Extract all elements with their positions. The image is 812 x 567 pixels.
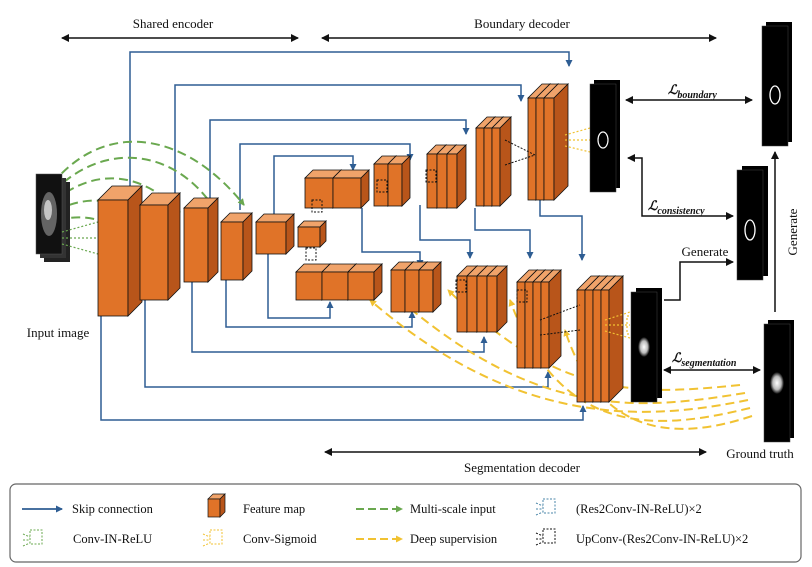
- skip-connection: [273, 155, 357, 215]
- encoder-feature-map: [183, 197, 219, 283]
- segmentation-loss-label: ℒsegmentation: [672, 350, 737, 369]
- encoder-feature-maps: [97, 185, 327, 317]
- skip-connection: [144, 245, 552, 388]
- upconv-icons: [305, 139, 581, 336]
- skip-connection: [174, 84, 525, 205]
- encoder-feature-map: [297, 220, 327, 248]
- segmentation-decoder-label: Segmentation decoder: [464, 460, 581, 475]
- generate-horizontal-label: Generate: [682, 244, 729, 259]
- upconv-icon: [376, 179, 388, 193]
- encoder-feature-map: [255, 213, 295, 255]
- segmentation-decoder-feature-map: [540, 269, 562, 369]
- generated-boundary-image: [736, 166, 768, 281]
- legend-conv-in-relu-label: Conv-IN-ReLU: [73, 532, 152, 546]
- skip-connection: [539, 190, 586, 261]
- skip-connection: [191, 260, 488, 353]
- legend-upconv-label: UpConv-(Res2Conv-IN-ReLU)×2: [576, 532, 748, 546]
- skip-connection: [361, 208, 424, 267]
- skip-connection: [129, 51, 573, 195]
- legend-res2conv-label: (Res2Conv-IN-ReLU)×2: [576, 502, 702, 516]
- encoder-feature-map: [139, 192, 181, 301]
- segmentation-prediction-image: [630, 288, 662, 403]
- boundary-decoder-feature-map: [543, 83, 569, 201]
- legend-feature-map-swatch: [207, 493, 226, 518]
- generate-vertical-label: Generate: [785, 208, 800, 255]
- segmentation-ground-truth-image: [763, 320, 794, 443]
- legend-feature-map-label: Feature map: [243, 502, 305, 516]
- segmentation-decoder-feature-map: [600, 275, 624, 403]
- legend: Skip connection Feature map Multi-scale …: [9, 483, 802, 563]
- encoder-feature-map: [97, 185, 143, 317]
- skip-connection: [209, 119, 470, 198]
- legend-res2conv-icon: [535, 498, 556, 516]
- legend-conv-sigmoid-icon: [202, 529, 223, 547]
- decoder-feature-maps: [295, 83, 624, 403]
- loss-connectors: [625, 96, 779, 374]
- upconv-icon: [311, 199, 323, 213]
- input-conv-in-relu-icon: [61, 221, 99, 255]
- boundary-decoder-feature-map: [446, 144, 467, 209]
- consistency-loss-label: ℒconsistency: [648, 198, 705, 217]
- upconv-icon: [516, 289, 528, 303]
- skip-connection: [267, 252, 334, 319]
- segmentation-decoder-feature-map: [347, 263, 383, 301]
- boundary-decoder-label: Boundary decoder: [474, 16, 570, 31]
- upconv-icon: [455, 279, 467, 293]
- segmentation-decoder-feature-map: [486, 265, 508, 333]
- skip-connection: [474, 208, 534, 259]
- shared-encoder-label: Shared encoder: [133, 16, 214, 31]
- legend-conv-sigmoid-label: Conv-Sigmoid: [243, 532, 317, 546]
- skip-connection: [419, 205, 474, 259]
- boundary-prediction-image: [589, 80, 620, 193]
- upconv-icon: [425, 169, 437, 183]
- encoder-feature-map: [220, 212, 253, 281]
- legend-upconv-icon: [535, 528, 556, 546]
- boundary-loss-label: ℒboundary: [668, 82, 717, 101]
- skip-connection: [239, 143, 414, 210]
- ground-truth-label: Ground truth: [726, 446, 794, 461]
- boundary-decoder-feature-map: [491, 116, 512, 207]
- consistency-loss-arrow: [627, 154, 734, 220]
- generate-arrow-horizontal: [664, 258, 734, 301]
- boundary-decoder-feature-map: [387, 155, 411, 207]
- legend-skip-connection-label: Skip connection: [72, 502, 154, 516]
- skip-connections: [100, 51, 587, 421]
- legend-deep-supervision-label: Deep supervision: [410, 532, 498, 546]
- boundary-decoder-feature-map: [332, 169, 370, 209]
- boundary-ground-truth-image: [761, 22, 792, 147]
- segmentation-decoder-feature-map: [418, 261, 442, 313]
- conv-sigmoid-icon: [564, 127, 591, 153]
- conv-sigmoid-icon: [604, 311, 631, 339]
- input-image-stack: [35, 173, 70, 262]
- legend-multi-scale-input-label: Multi-scale input: [410, 502, 496, 516]
- legend-conv-in-relu-icon: [22, 529, 43, 547]
- input-image-label: Input image: [27, 325, 90, 340]
- skip-connection: [225, 260, 416, 328]
- upconv-icon: [305, 247, 317, 261]
